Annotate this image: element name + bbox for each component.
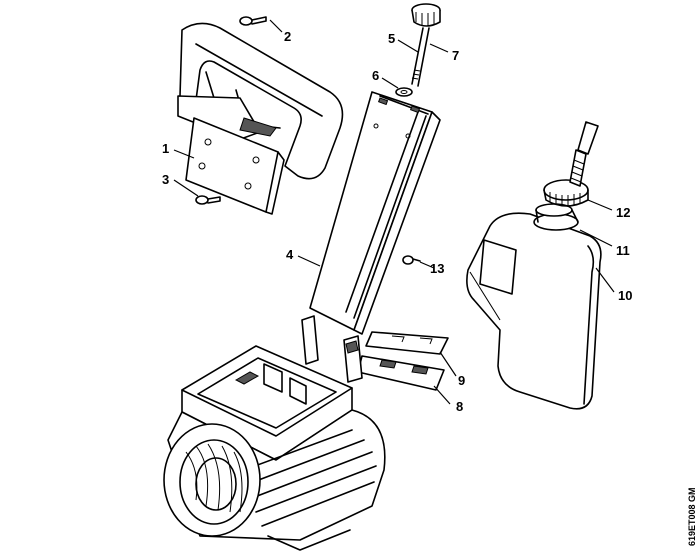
tank-cap (543, 121, 599, 207)
leader-lines (173, 19, 615, 405)
mounting-bracket (185, 117, 285, 215)
callout-8: 8 (456, 399, 463, 414)
callout-4: 4 (286, 247, 294, 262)
drawing-code: 619ET008 GM (687, 487, 697, 546)
callout-7: 7 (452, 48, 459, 63)
callout-3: 3 (162, 172, 169, 187)
callout-5: 5 (388, 31, 395, 46)
callout-13: 13 (430, 261, 444, 276)
callout-9: 9 (458, 373, 465, 388)
tank-collar (533, 203, 579, 231)
callout-1: 1 (162, 141, 169, 156)
callout-10: 10 (618, 288, 632, 303)
callout-6: 6 (372, 68, 379, 83)
screw-top (239, 16, 267, 26)
washer (395, 87, 413, 97)
plate-upper (365, 331, 449, 355)
control-housing (309, 91, 441, 335)
water-tank (466, 212, 602, 410)
callout-12: 12 (616, 205, 630, 220)
adjusting-knob (411, 3, 441, 87)
carrying-handle (177, 22, 344, 180)
callout-2: 2 (284, 29, 291, 44)
plate-lower (357, 355, 445, 391)
motor-housing (163, 315, 386, 551)
screw-left (195, 195, 221, 205)
screw-small (402, 255, 421, 265)
callout-11: 11 (616, 243, 630, 258)
